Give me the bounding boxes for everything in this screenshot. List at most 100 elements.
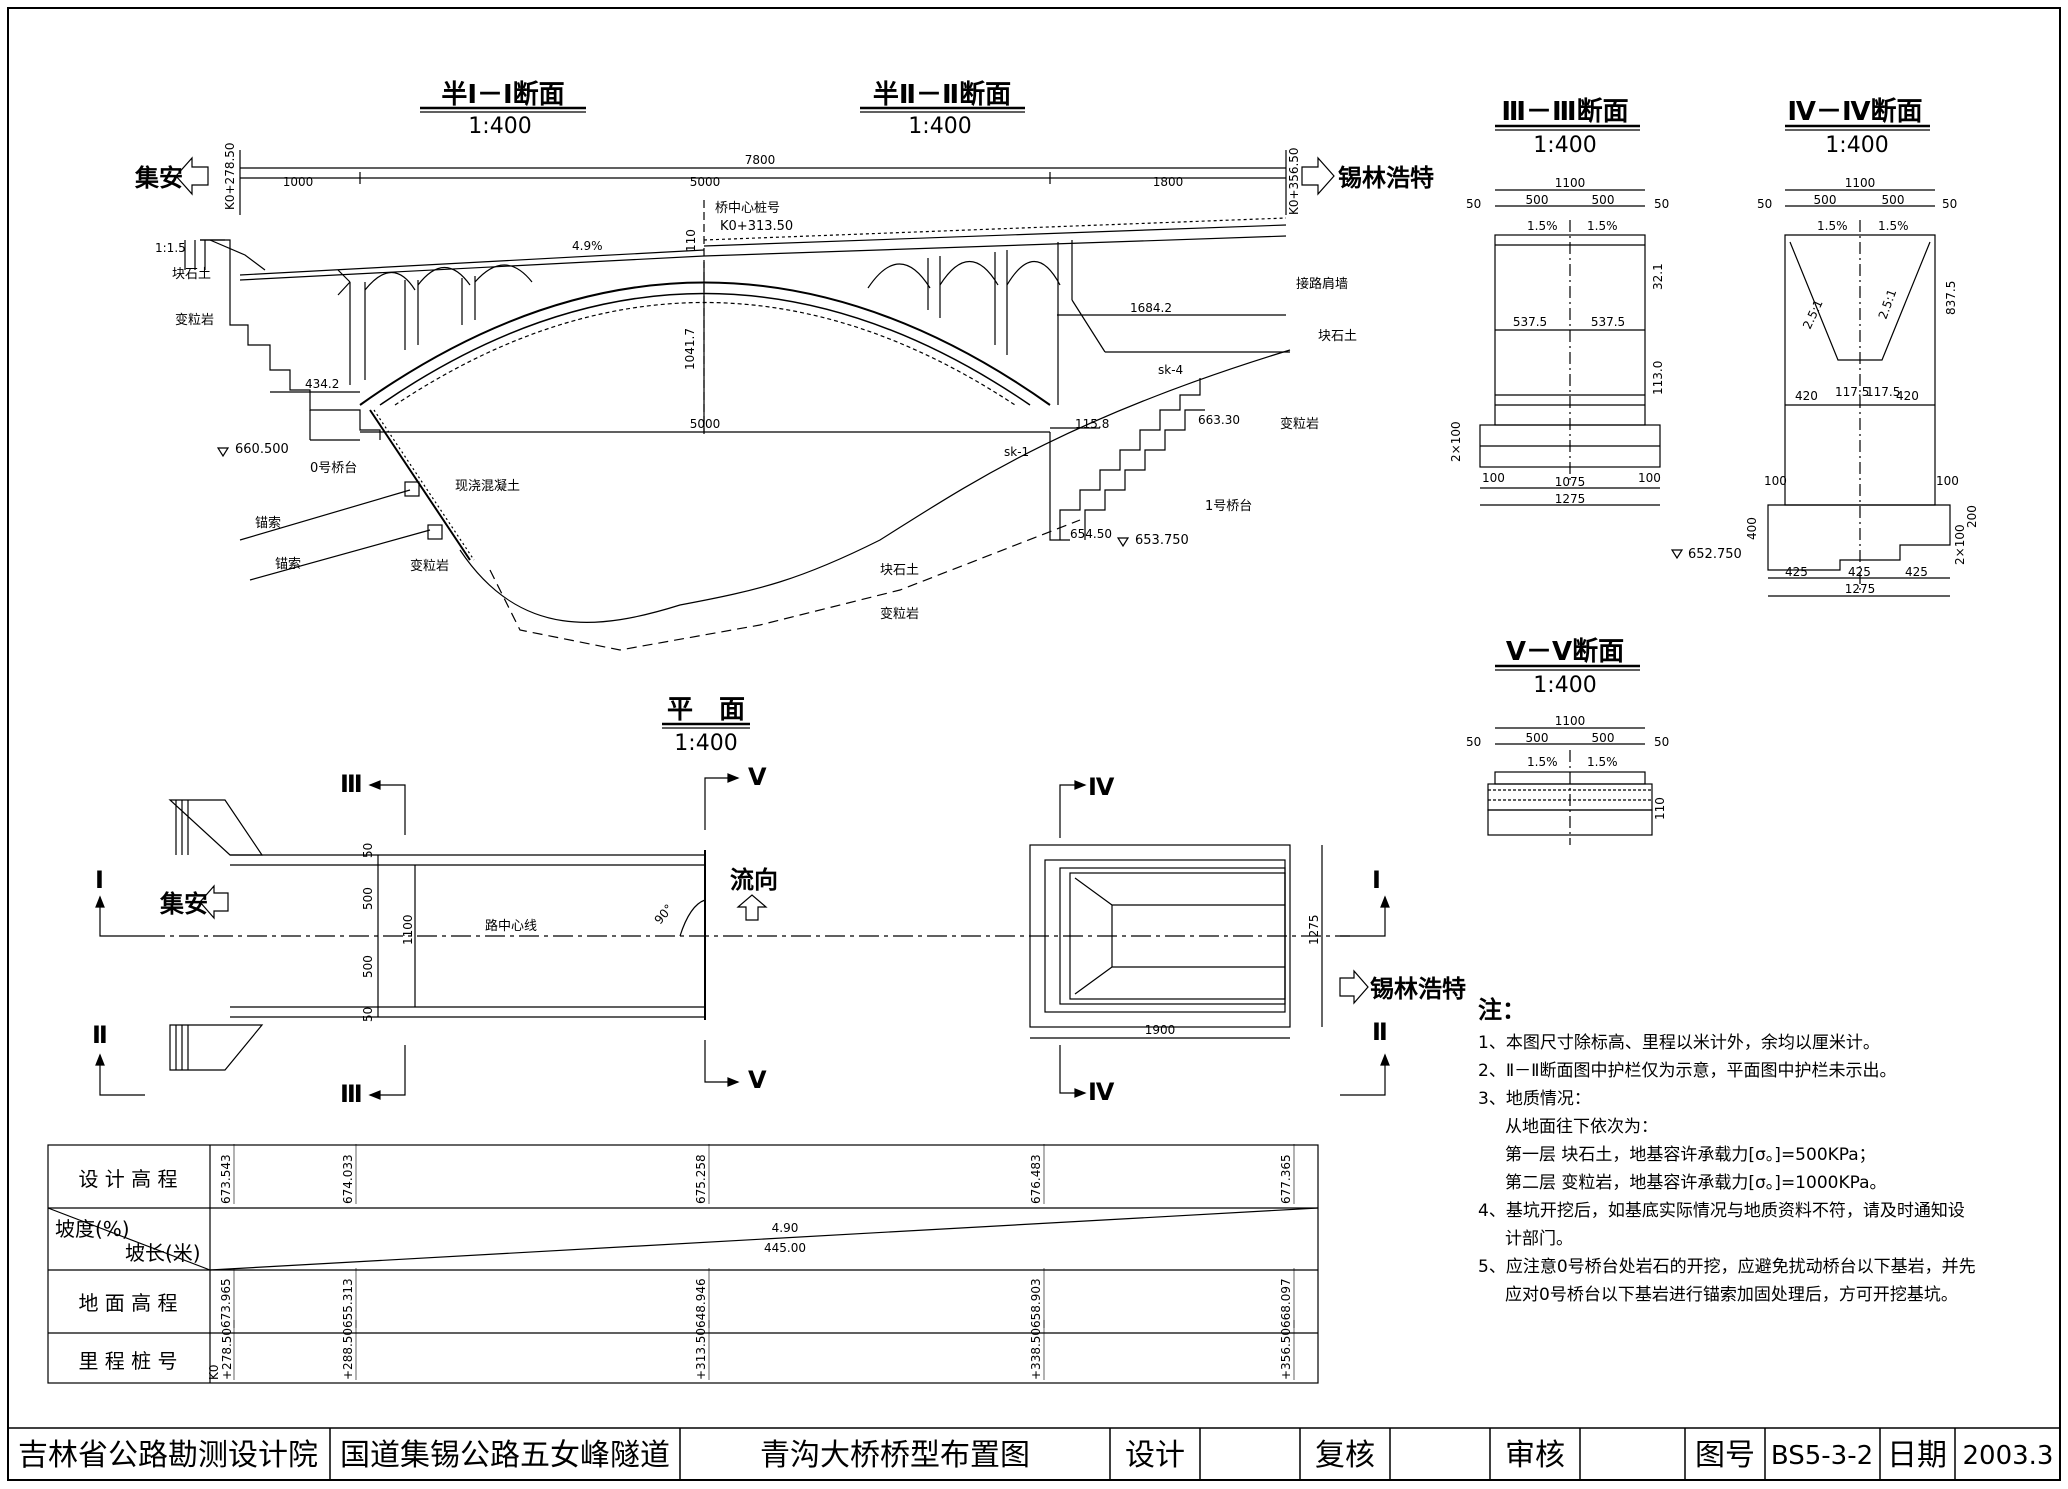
sec4-title: Ⅳ－Ⅳ断面	[1787, 96, 1922, 127]
plan-iii-a: Ⅲ	[340, 770, 363, 798]
d434-label: 434.2	[305, 377, 339, 391]
center-label: 桥中心桩号	[715, 201, 780, 216]
sec3-s2: 1.5%	[1587, 219, 1618, 233]
elev-left: 660.500	[235, 442, 289, 457]
note-line-2: 2、Ⅱ－Ⅱ断面图中护栏仅为示意，平面图中护栏未示出。	[1478, 1061, 1897, 1081]
sec4-h837: 837.5	[1944, 281, 1958, 315]
sec4-w1175a: 117.5	[1835, 385, 1869, 399]
dim-total: 7800	[745, 153, 776, 167]
plan-v-a: V	[748, 763, 767, 791]
plan-left-arrow-icon	[199, 884, 229, 920]
plan-left-dir: 集安	[159, 890, 208, 918]
sec5-s2: 1.5%	[1587, 755, 1618, 769]
sec5-m3: 500	[1592, 731, 1615, 745]
sec4-h2x100: 2×100	[1953, 524, 1967, 565]
sec4-m2: 500	[1814, 193, 1837, 207]
sec4-h200: 200	[1965, 505, 1979, 528]
sec3-m3: 500	[1592, 193, 1615, 207]
sec4-w: 1100	[1845, 176, 1876, 190]
sec3-b100a: 100	[1482, 471, 1505, 485]
sec5-scale: 1:400	[1533, 673, 1596, 698]
chain-value-3: +338.50	[1029, 1328, 1043, 1380]
plan-angle: 90°	[652, 902, 676, 927]
length-value: 445.00	[764, 1241, 806, 1255]
tb-date-label: 日期	[1887, 1438, 1947, 1473]
sec4-f425b: 425	[1848, 565, 1871, 579]
soil2-label: 块石土	[880, 563, 919, 578]
sec4-h400: 400	[1745, 517, 1759, 540]
note-line-5: 第一层 块石土，地基容许承载力[σ。]=500KPa；	[1505, 1145, 1876, 1165]
plan-centerline: 路中心线	[485, 918, 537, 934]
slope-value: 4.90	[772, 1221, 799, 1235]
row-ground-label: 地 面 高 程	[78, 1291, 177, 1315]
sec1-scale: 1:400	[468, 114, 531, 139]
note-line-7: 4、基坑开挖后，如基底实际情况与地质资料不符，请及时通知设	[1478, 1201, 1965, 1221]
note-line-9: 5、应注意0号桥台处岩石的开挖，应避免扰动桥台以下基岩，并先	[1478, 1257, 1976, 1277]
sec5-title: Ⅴ－Ⅴ断面	[1506, 636, 1624, 667]
ground-value-1: 655.313	[341, 1278, 355, 1328]
concrete-label: 现浇混凝土	[455, 478, 520, 494]
retain-label: 接路肩墙	[1296, 276, 1348, 292]
tb-project: 国道集锡公路五女峰隧道	[340, 1438, 670, 1473]
design-value-3: 676.483	[1029, 1154, 1043, 1204]
sec2-title: 半Ⅱ－Ⅱ断面	[873, 79, 1011, 110]
right-direction-arrow-icon	[1301, 156, 1335, 196]
right-chain: K0+356.50	[1287, 147, 1301, 215]
sec3-s1: 1.5%	[1527, 219, 1558, 233]
ground-value-0: 673.965	[219, 1278, 233, 1328]
plan-d50a: 50	[361, 843, 375, 858]
chain-value-4: +356.50	[1279, 1328, 1293, 1380]
plan-d1275: 1275	[1307, 914, 1321, 945]
sk1-label: sk-1	[1004, 445, 1029, 459]
chain-value-2: +313.50	[694, 1328, 708, 1380]
plan-title: 平 面	[667, 695, 745, 725]
sec3-h113: 113.0	[1651, 361, 1665, 395]
sec2-scale: 1:400	[908, 114, 971, 139]
row-chain-label: 里 程 桩 号	[78, 1349, 177, 1373]
flow-arrow-icon	[736, 894, 768, 921]
plan-right-dir: 锡林浩特	[1370, 975, 1466, 1003]
e654-label: 654.50	[1070, 527, 1112, 541]
sec4-b100b: 100	[1936, 474, 1959, 488]
tb-date: 2003.3	[1963, 1441, 2054, 1471]
sec4-w420a: 420	[1795, 389, 1818, 403]
sec4-m3: 500	[1882, 193, 1905, 207]
d1684-label: 1684.2	[1130, 301, 1172, 315]
sec4-scale: 1:400	[1825, 133, 1888, 158]
sec3-h2x100: 2×100	[1449, 421, 1463, 462]
title-block: 吉林省公路勘测设计院 国道集锡公路五女峰隧道 青沟大桥桥型布置图 设计 复核 审…	[8, 1427, 2060, 1480]
sec4-sl1: 2.5:1	[1800, 297, 1826, 331]
center-chain: K0+313.50	[720, 219, 793, 234]
row-slope-bottom: 坡长(米)	[125, 1241, 201, 1265]
ground-value-3: 658.903	[1029, 1278, 1043, 1328]
sec5-m1: 50	[1466, 735, 1481, 749]
rock3-label: 变粒岩	[880, 606, 919, 622]
plan-d500a: 500	[361, 887, 375, 910]
chain-value-0-1: +278.50	[220, 1328, 234, 1380]
span-label: 5000	[690, 417, 721, 431]
plan-d500b: 500	[361, 955, 375, 978]
note-line-3: 3、地质情况：	[1478, 1089, 1591, 1109]
rock4-label: 变粒岩	[1280, 416, 1319, 432]
plan-flow: 流向	[730, 866, 778, 894]
sec3-w537a: 537.5	[1513, 315, 1547, 329]
chain-value-1: +288.50	[341, 1328, 355, 1380]
tb-no: BS5-3-2	[1771, 1441, 1873, 1471]
anchor1-label: 锚索	[255, 516, 281, 531]
note-line-10: 应对0号桥台以下基岩进行锚索加固处理后，方可开挖基坑。	[1505, 1285, 1958, 1305]
sec5-m2: 500	[1526, 731, 1549, 745]
design-value-1: 674.033	[341, 1154, 355, 1204]
ground-value-4: 668.097	[1279, 1278, 1293, 1328]
sec1-title: 半Ⅰ－Ⅰ断面	[441, 79, 564, 110]
plan-i-b: Ⅰ	[1372, 866, 1381, 894]
plan-d1900: 1900	[1145, 1023, 1176, 1037]
anchor2-label: 锚索	[275, 557, 301, 572]
tb-review: 审核	[1505, 1438, 1565, 1473]
sec4-w1175b: 117.5	[1866, 385, 1900, 399]
row-slope-top: 坡度(%)	[55, 1217, 130, 1241]
plan-d1100: 1100	[401, 914, 415, 945]
note-line-6: 第二层 变粒岩，地基容许承载力[σ。]=1000KPa。	[1505, 1173, 1887, 1193]
sec4-w420b: 420	[1896, 389, 1919, 403]
plan-view: 平 面 1:400 50 500 1100 500 50 路中心线 90° 流向…	[92, 695, 1466, 1108]
